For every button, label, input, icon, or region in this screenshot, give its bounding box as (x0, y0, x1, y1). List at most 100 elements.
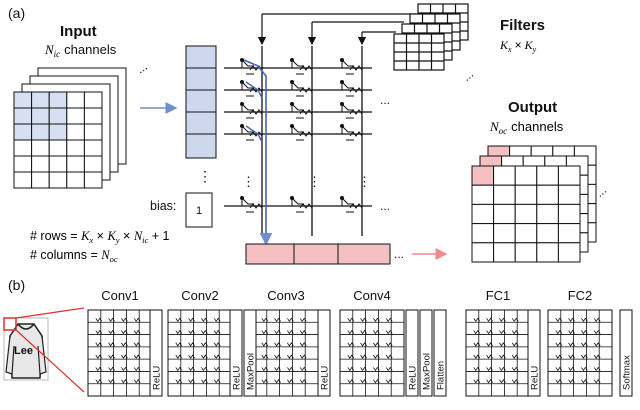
filters-ky-sub: y (532, 45, 537, 54)
column-current-path-3 (245, 125, 263, 143)
crossbar-row-ellipsis-2: ... (380, 199, 390, 213)
output-vector-ellipsis: ... (394, 247, 404, 261)
image-print-text: Lee (14, 345, 33, 357)
output-cell (514, 203, 538, 225)
output-cell (536, 223, 559, 244)
op-block (317, 309, 331, 397)
cols-noc-sub: oc (110, 254, 118, 264)
input-cell (48, 155, 68, 173)
input-image: Lee (3, 317, 49, 381)
layer-label: Conv3 (267, 288, 305, 303)
input-cell (13, 123, 33, 141)
crossbar-cell (240, 102, 263, 120)
panel-b-tag: (b) (8, 277, 25, 293)
output-channels-word: channels (511, 119, 564, 134)
op-block (527, 309, 541, 397)
cols-noc: N (100, 248, 110, 262)
op-label: ReLU (408, 366, 419, 390)
crop-line-bottom (15, 329, 85, 393)
input-cell (31, 91, 50, 109)
output-cell (471, 203, 495, 225)
filters-size-label: Kx×Ky (499, 38, 537, 54)
rows-times-1: × (93, 229, 107, 243)
input-cell (83, 107, 103, 125)
output-cell (471, 242, 495, 263)
op-label: ReLU (530, 366, 541, 390)
crossbar-vdots-3: ⋮ (358, 174, 371, 189)
rows-kx-sub: x (88, 235, 93, 245)
input-cell (48, 123, 68, 141)
crossbar-row-ellipsis: ... (380, 93, 390, 107)
op-label: ReLU (152, 366, 163, 390)
rows-nic-sub: ic (142, 235, 148, 245)
output-cell (536, 203, 559, 225)
crossbar-array (224, 46, 372, 236)
input-cell (66, 155, 85, 173)
filter-weight-lines (257, 13, 416, 46)
input-grid (13, 91, 103, 189)
input-cell (31, 107, 50, 125)
crossbar-cell (240, 80, 263, 98)
layer-label: Conv4 (353, 288, 391, 303)
output-cell (536, 242, 559, 263)
op-block (619, 309, 633, 397)
filters-kx: K (499, 38, 509, 52)
filters-ellipsis: ... (459, 67, 476, 84)
output-channels-subscript: oc (499, 126, 508, 136)
op-block (229, 309, 243, 397)
layer-crossbar (465, 309, 531, 397)
input-ellipsis: ... (134, 59, 150, 76)
output-cell (471, 184, 495, 205)
op-block (419, 309, 433, 397)
output-cell (471, 223, 495, 244)
op-label: ReLU (232, 366, 243, 390)
filters-kx-sub: x (507, 45, 512, 54)
crossbar-vdots-1: ⋮ (242, 174, 255, 189)
op-block (405, 309, 419, 397)
filters-ky: K (524, 38, 534, 52)
output-cell (557, 184, 581, 205)
crossbar-cell (290, 196, 313, 214)
input-cell (31, 155, 50, 173)
input-cell (66, 171, 85, 189)
input-cell (83, 91, 103, 109)
output-vector (245, 243, 391, 265)
output-cell (557, 203, 581, 225)
input-cell (66, 91, 85, 109)
rows-prefix: # rows = (30, 229, 81, 243)
input-cell (13, 155, 33, 173)
output-cell (493, 242, 516, 263)
crossbar-cell (340, 58, 363, 76)
op-label: MaxPool (246, 353, 257, 390)
output-cell (536, 165, 559, 186)
output-cell (493, 184, 516, 205)
filters-stack (393, 3, 469, 71)
input-cell (48, 107, 68, 125)
layer-crossbar (547, 309, 613, 397)
output-cell (514, 165, 538, 186)
rows-formula: # rows = Kx × Ky × Nic + 1 (30, 229, 170, 245)
cols-prefix: # columns = (30, 248, 101, 262)
bias-label: bias: (150, 199, 176, 213)
layer-label: Conv2 (181, 288, 219, 303)
input-channels-symbol: N (44, 42, 55, 57)
panel-a-tag: (a) (8, 5, 25, 21)
layer-label: FC2 (568, 288, 593, 303)
input-title: Input (60, 23, 97, 40)
layer-crossbar (167, 309, 233, 397)
columns-formula: # columns = Noc (30, 248, 118, 264)
layer-crossbar (339, 309, 405, 397)
input-cell (83, 155, 103, 173)
rows-tail: + 1 (148, 229, 169, 243)
layer-crossbar (253, 309, 319, 397)
input-cell (13, 171, 33, 189)
column-current-path (243, 59, 273, 246)
filters-title: Filters (500, 17, 545, 34)
input-cell (31, 139, 50, 157)
input-cell (13, 139, 33, 157)
crossbar-cell (290, 102, 313, 120)
input-cell (48, 171, 68, 189)
crossbar-cell (290, 58, 313, 76)
output-cell (471, 165, 495, 186)
